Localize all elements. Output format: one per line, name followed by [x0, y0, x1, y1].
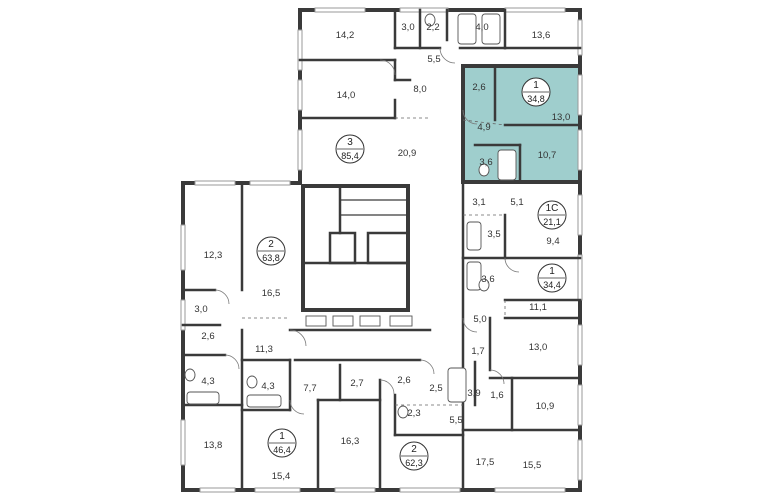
room-area: 2,7	[350, 378, 363, 389]
room-area: 5,0	[473, 314, 486, 325]
room-area: 4,0	[475, 22, 488, 33]
room-area: 9,4	[546, 236, 559, 247]
room-area: 14,2	[336, 30, 355, 41]
room-area: 11,1	[529, 302, 547, 313]
room-area: 4,3	[261, 381, 274, 392]
room-area: 7,7	[303, 383, 316, 394]
apartment-rooms: 3	[347, 137, 353, 148]
apartment-marker[interactable]: 1 34,8	[521, 77, 551, 107]
room-area: 15,5	[523, 460, 542, 471]
apartment-area: 62,3	[405, 458, 423, 468]
room-area: 3,9	[467, 388, 480, 399]
room-labels: 14,2 3,0 2,2 4,0 13,6 5,5 14,0 8,0 2,6 1…	[194, 22, 570, 482]
bathroom-fixtures	[184, 13, 517, 419]
apartment-area: 34,8	[527, 94, 545, 104]
apartment-rooms: 1	[279, 431, 285, 442]
room-area: 13,0	[529, 342, 548, 353]
room-area: 13,0	[552, 112, 571, 123]
apartment-rooms: 2	[411, 444, 417, 455]
room-area: 2,6	[397, 375, 410, 386]
room-area: 5,1	[510, 197, 523, 208]
room-area: 8,0	[413, 84, 426, 95]
room-area: 15,4	[272, 471, 291, 482]
apartment-area: 63,8	[262, 253, 280, 263]
apartment-area: 85,4	[341, 151, 359, 161]
apartment-area: 21,1	[543, 217, 561, 227]
room-area: 2,2	[426, 22, 439, 33]
room-area: 13,8	[204, 440, 223, 451]
apartment-marker[interactable]: 1 46,4	[267, 428, 297, 458]
room-area: 13,6	[532, 30, 551, 41]
room-area: 2,6	[472, 82, 485, 93]
apartment-area: 46,4	[273, 445, 291, 455]
room-area: 3,0	[194, 304, 207, 315]
apartment-rooms: 2	[268, 239, 274, 250]
room-area: 2,3	[407, 408, 420, 419]
apartment-rooms: 1	[533, 80, 539, 91]
room-area: 1,6	[490, 390, 503, 401]
apartment-marker[interactable]: 2 63,8	[256, 236, 286, 266]
room-area: 1,7	[471, 346, 484, 357]
apartment-marker[interactable]: 1С 21,1	[537, 200, 567, 230]
room-area: 16,3	[341, 436, 360, 447]
apartment-area: 34,4	[543, 280, 561, 290]
room-area: 4,9	[477, 122, 490, 133]
apartment-marker[interactable]: 1 34,4	[537, 263, 567, 293]
room-area: 10,7	[538, 150, 557, 161]
apartment-marker[interactable]: 2 62,3	[399, 441, 429, 471]
room-area: 12,3	[204, 250, 223, 261]
interior-walls	[181, 8, 582, 492]
apartment-markers: 1 34,8 3 85,4 1С 21,1 2 63,8 1 34,4	[256, 77, 567, 471]
room-area: 5,5	[427, 54, 440, 65]
room-area: 3,6	[481, 274, 494, 285]
room-area: 3,0	[401, 22, 414, 33]
apartment-rooms: 1С	[546, 203, 559, 214]
room-area: 16,5	[262, 288, 281, 299]
room-area: 10,9	[536, 401, 555, 412]
room-area: 20,9	[398, 148, 417, 159]
apartment-rooms: 1	[549, 266, 555, 277]
door-swings	[214, 47, 520, 415]
room-area: 2,6	[201, 331, 214, 342]
zone-separators	[242, 117, 506, 406]
room-area: 5,5	[449, 415, 462, 426]
room-area: 4,3	[201, 376, 214, 387]
room-area: 3,5	[487, 229, 500, 240]
room-area: 3,6	[479, 157, 492, 168]
apartment-marker[interactable]: 3 85,4	[335, 134, 365, 164]
room-area: 17,5	[476, 457, 495, 468]
room-area: 3,1	[472, 197, 485, 208]
room-area: 2,5	[429, 383, 442, 394]
room-area: 14,0	[337, 90, 356, 101]
room-area: 11,3	[255, 344, 273, 355]
